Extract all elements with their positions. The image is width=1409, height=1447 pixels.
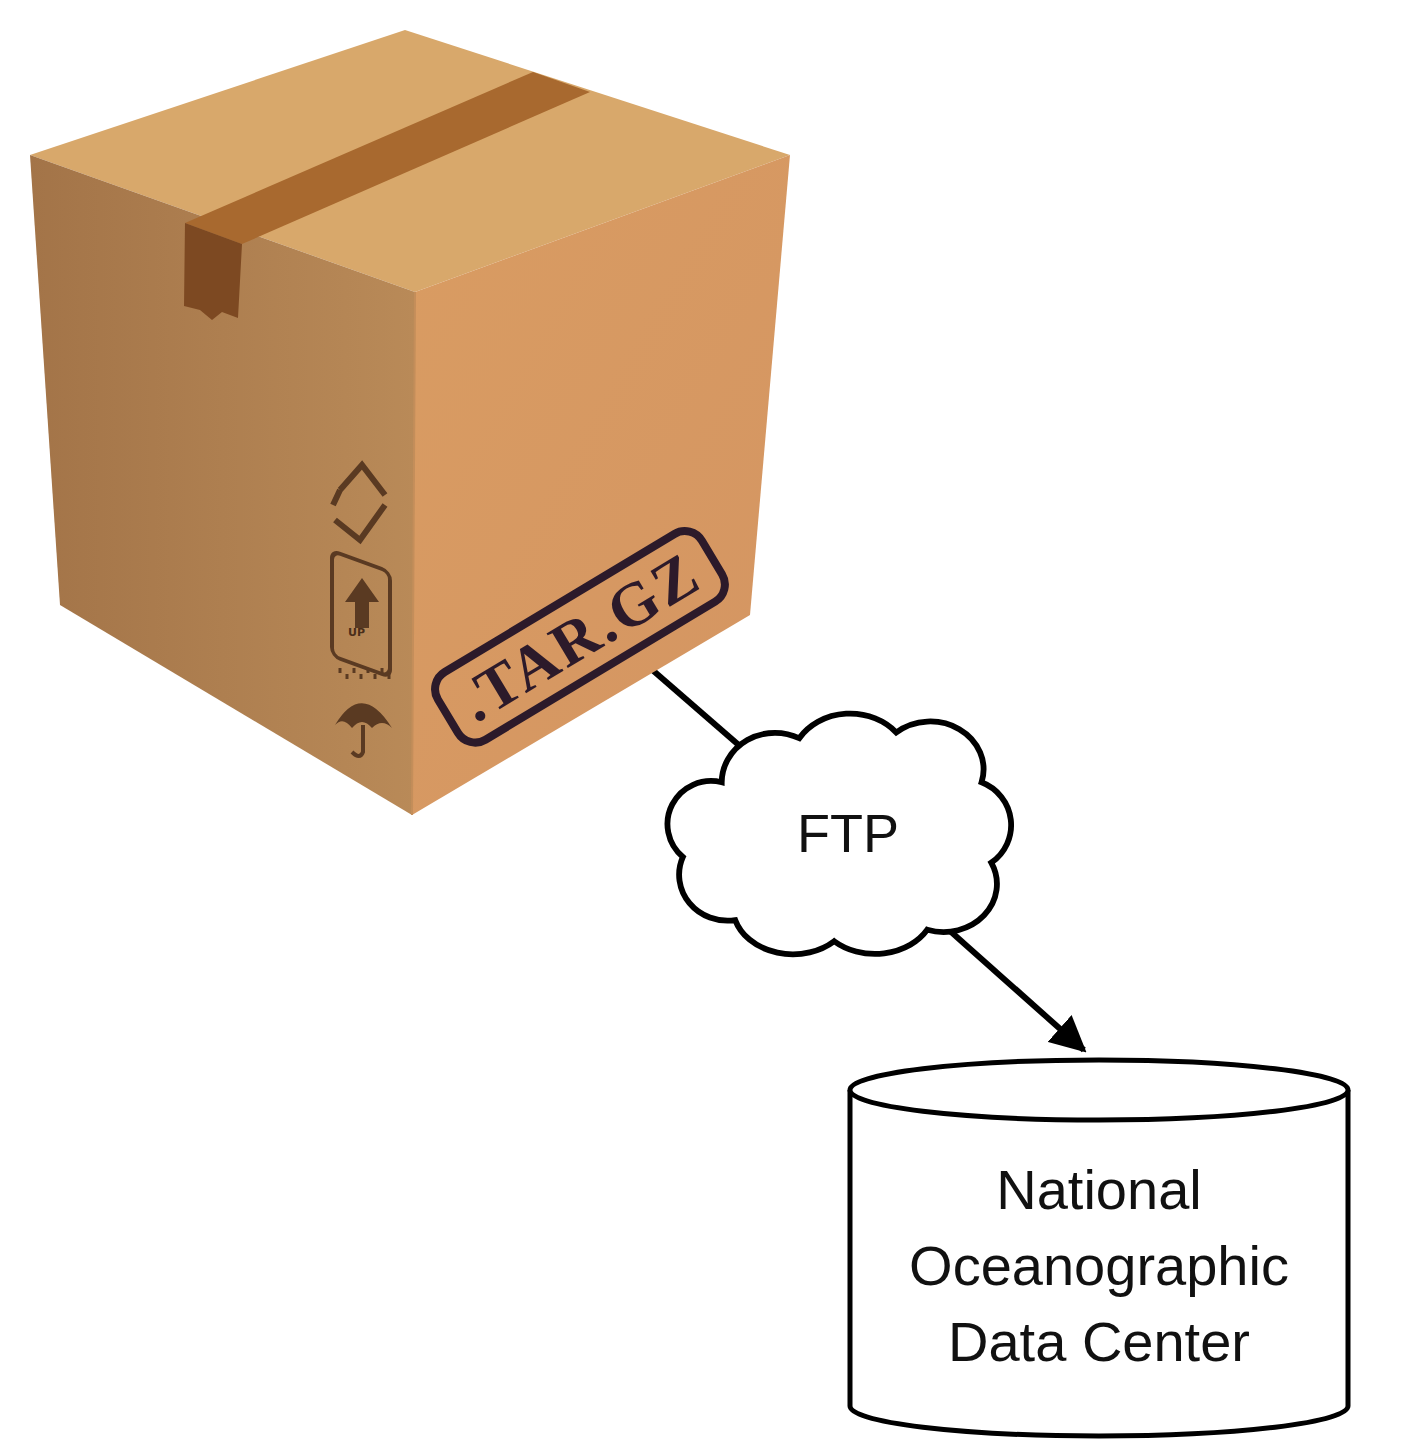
- ftp-cloud: FTP: [648, 698, 1032, 968]
- archive-box: .TAR.GZUP: [28, 26, 794, 820]
- database-label: National Oceanographic Data Center: [866, 1152, 1332, 1380]
- cloud-label: FTP: [797, 802, 899, 864]
- database-cylinder: National Oceanographic Data Center: [846, 1048, 1352, 1442]
- symbol-label: UP: [348, 626, 365, 639]
- box-illustration: [28, 26, 794, 820]
